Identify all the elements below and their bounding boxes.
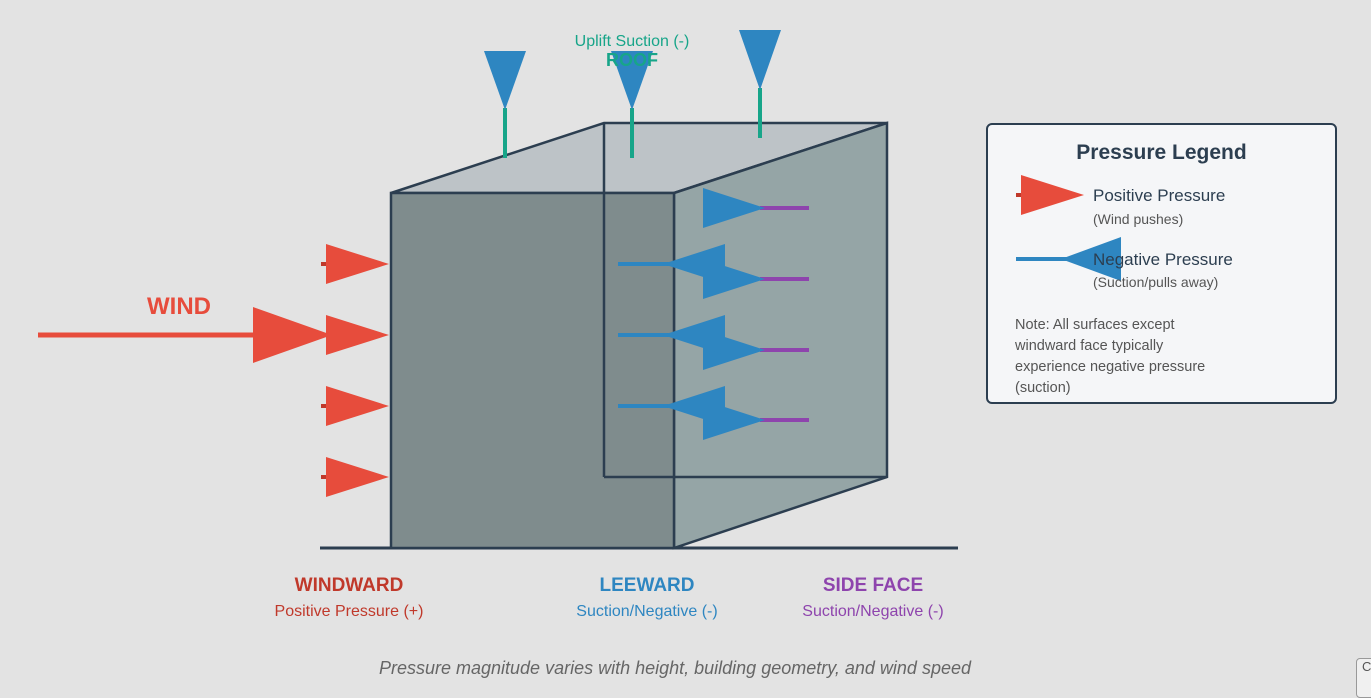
legend-positive-sub: (Wind pushes) xyxy=(1093,211,1184,227)
roof-uplift-arrows xyxy=(484,30,781,158)
windward-title: WINDWARD xyxy=(295,575,404,596)
legend-negative-sub: (Suction/pulls away) xyxy=(1093,274,1219,290)
windward-subtitle: Positive Pressure (+) xyxy=(275,603,424,620)
roof-uplift-label: Uplift Suction (-) xyxy=(575,33,690,50)
corner-widget-button[interactable]: C xyxy=(1356,658,1371,698)
positive-pressure-icon xyxy=(1016,175,1084,215)
roof-arrow xyxy=(611,51,653,158)
leeward-title: LEEWARD xyxy=(600,575,695,596)
legend-negative-label: Negative Pressure xyxy=(1093,250,1233,269)
roof-title: ROOF xyxy=(606,50,658,70)
building xyxy=(389,121,889,550)
leeward-suction-arrows xyxy=(618,244,725,426)
legend-positive-label: Positive Pressure xyxy=(1093,186,1226,205)
wind-label: WIND xyxy=(147,293,211,320)
leeward-subtitle: Suction/Negative (-) xyxy=(576,603,717,620)
side-face-title: SIDE FACE xyxy=(823,575,923,596)
windward-pressure-arrows xyxy=(321,244,389,497)
negative-arrow xyxy=(618,386,725,426)
positive-arrow xyxy=(321,457,389,497)
pressure-legend: Pressure Legend Positive Pressure (Wind … xyxy=(986,123,1337,404)
legend-note: Note: All surfaces except windward face … xyxy=(1015,317,1206,396)
legend-title: Pressure Legend xyxy=(1076,141,1247,164)
roof-arrow xyxy=(484,51,526,158)
diagram-caption: Pressure magnitude varies with height, b… xyxy=(378,658,971,678)
windward-face-panel xyxy=(389,191,676,550)
side-arrow xyxy=(703,188,809,228)
negative-arrow xyxy=(618,244,725,284)
roof-arrow xyxy=(739,30,781,138)
wind-arrow xyxy=(38,307,332,363)
positive-arrow xyxy=(321,386,389,426)
negative-arrow xyxy=(618,315,725,355)
positive-arrow xyxy=(321,244,389,284)
side-face-subtitle: Suction/Negative (-) xyxy=(802,603,943,620)
negative-pressure-icon xyxy=(1016,237,1121,281)
